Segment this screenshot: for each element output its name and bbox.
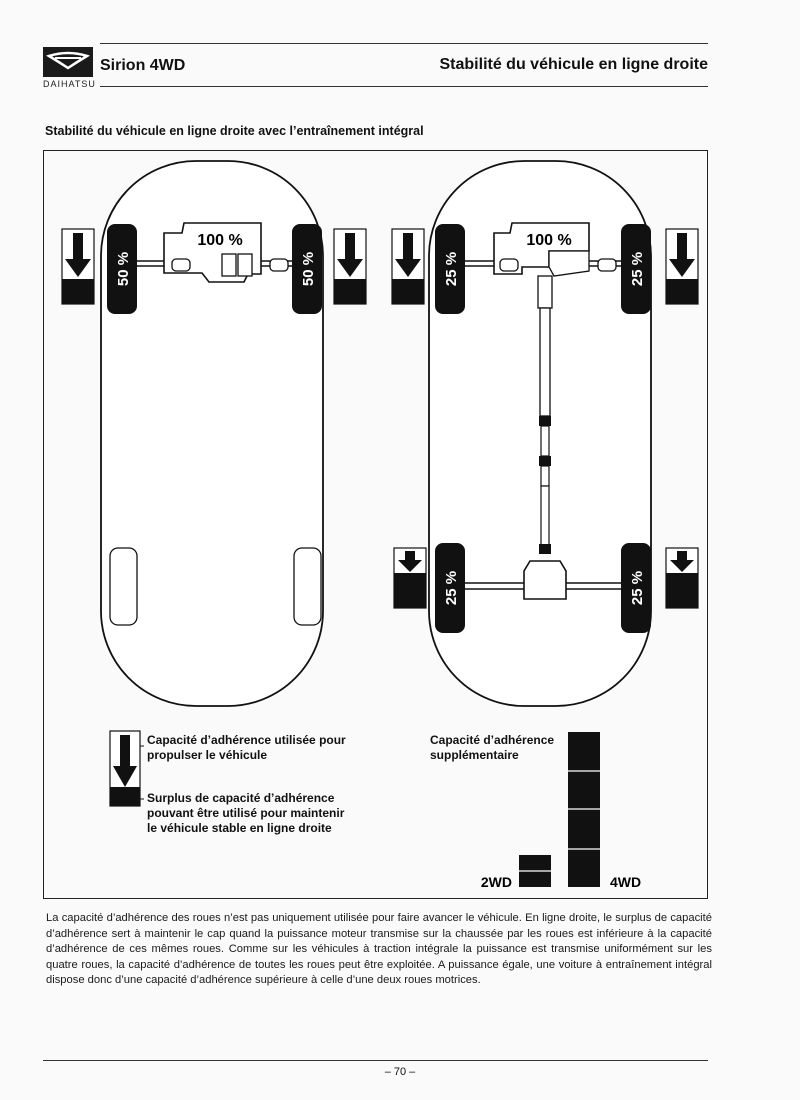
legend-key xyxy=(109,730,144,807)
car-2wd-left-share: 50 % xyxy=(115,252,132,286)
car-2wd-right-share: 50 % xyxy=(300,252,317,286)
header-bottom-rule xyxy=(100,86,708,87)
car-2wd-rear-wheel-right xyxy=(293,547,322,626)
traction-diagram: 100 % 50 % 50 % 100 % xyxy=(61,160,699,890)
car-2wd-left-arrow-icon xyxy=(61,228,95,305)
car-4wd-rear-diff xyxy=(523,560,567,600)
car-4wd-rear-wheel-right xyxy=(621,543,651,633)
header-top-rule xyxy=(100,43,708,44)
body-paragraph: La capacité d’adhérence des roues n’est … xyxy=(46,912,712,986)
legend-surplus-capacity: Surplus de capacité d’adhérence pouvant … xyxy=(147,791,345,835)
car-2wd-engine-share: 100 % xyxy=(197,232,242,249)
car-4wd-front-left-arrow-icon xyxy=(391,228,425,305)
section-title: Stabilité du véhicule en ligne droite av… xyxy=(45,124,424,138)
car-4wd-engine-share: 100 % xyxy=(526,232,571,249)
car-2wd: 100 % 50 % 50 % xyxy=(61,160,367,707)
bar-4wd-label: 4WD xyxy=(610,874,641,890)
car-2wd-front-wheel-left xyxy=(107,224,137,314)
car-4wd-front-wheel-right xyxy=(621,224,651,314)
figure-frame: 100 % 50 % 50 % 100 % xyxy=(43,150,708,899)
model-title: Sirion 4WD xyxy=(100,57,186,74)
car-4wd-front-wheel-left xyxy=(435,224,465,314)
car-4wd-rear-wheel-left xyxy=(435,543,465,633)
legend-arrow-icon xyxy=(113,735,137,787)
brand-name: DAIHATSU xyxy=(43,79,96,89)
footer-rule xyxy=(43,1060,708,1061)
car-2wd-right-arrow-icon xyxy=(333,228,367,305)
page-topic: Stabilité du véhicule en ligne droite xyxy=(439,56,709,73)
car-4wd-rear-right-share: 25 % xyxy=(629,571,646,605)
legend-extra-capacity: Capacité d’adhérence supplémentaire xyxy=(430,733,555,762)
legend-surplus-swatch xyxy=(110,787,140,806)
car-4wd-front-left-share: 25 % xyxy=(443,252,460,286)
car-2wd-front-wheel-right xyxy=(292,224,322,314)
car-4wd-rear-left-share: 25 % xyxy=(443,571,460,605)
car-4wd-front-right-share: 25 % xyxy=(629,252,646,286)
car-4wd-body xyxy=(428,160,652,707)
bar-2wd-label: 2WD xyxy=(481,874,512,890)
car-2wd-body xyxy=(100,160,324,707)
car-4wd-front-right-arrow-icon xyxy=(665,228,699,305)
car-2wd-rear-wheel-left xyxy=(109,547,138,626)
car-4wd-rear-left-arrow-icon xyxy=(393,547,427,609)
page-number: – 70 – xyxy=(384,1066,416,1078)
car-4wd: 100 % 25 % 25 % 25 % 25 % xyxy=(391,160,699,707)
legend-used-capacity: Capacité d’adhérence utilisée pour propu… xyxy=(147,733,346,762)
daihatsu-logo-icon xyxy=(43,47,93,77)
capacity-bars: 2WD 4WD xyxy=(481,732,641,890)
car-4wd-rear-right-arrow-icon xyxy=(665,547,699,609)
